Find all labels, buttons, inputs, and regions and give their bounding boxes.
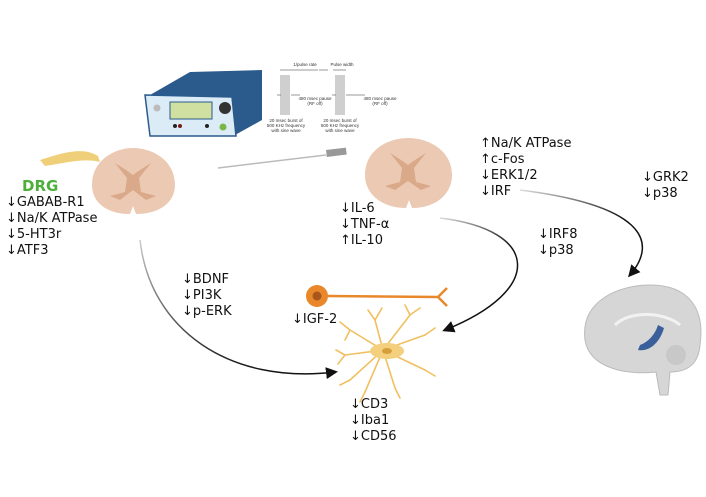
marker: ↓Iba1 (350, 413, 390, 428)
waveform-label: 480 msec pause (363, 96, 397, 101)
device-indicator (153, 104, 161, 112)
marker: ↓BDNF (182, 272, 230, 287)
brain (584, 284, 702, 396)
rf-generator-device (144, 70, 262, 137)
glia-markers: ↓CD3 ↓Iba1 ↓CD56 (350, 397, 397, 445)
waveform-label: 480 msec pause (298, 96, 332, 101)
waveform-label: with sine wave (271, 128, 301, 133)
device-display (169, 101, 213, 120)
neuron-marker: ↓IGF-2 (292, 312, 338, 327)
arrow-spinal-to-glia (439, 217, 519, 333)
waveform-label: (RF off) (307, 101, 323, 106)
hippocampus (638, 325, 664, 351)
drg-markers: ↓GABAB-R1 ↓Na/K ATPase ↓5-HT3r ↓ATF3 (6, 195, 97, 259)
glial-cell (335, 304, 436, 403)
marker: ↓ATF3 (6, 243, 49, 258)
marker: ↑c-Fos (480, 152, 525, 167)
marker: ↓ERK1/2 (480, 168, 538, 183)
needle-electrode (217, 147, 347, 169)
device-knob (219, 102, 231, 114)
waveform-labels: 1/pulse rate Pulse width 20 msec burst o… (267, 62, 397, 133)
marker: ↓PI3K (182, 288, 222, 303)
spinal-cord-left (92, 148, 175, 214)
marker: ↓CD3 (350, 397, 389, 412)
marker: ↓p-ERK (182, 304, 232, 319)
marker: ↓IRF8 (538, 227, 578, 242)
arrow-drg-to-glia (139, 239, 338, 380)
waveform-label: 500 KHz frequency (321, 123, 360, 128)
spinal-lower-markers: ↓IL-6 ↓TNF-α ↑IL-10 (340, 201, 389, 249)
neuron (306, 285, 448, 307)
marker: ↓5-HT3r (6, 227, 62, 242)
waveform-label: 20 msec burst of (323, 118, 357, 123)
marker: ↓TNF-α (340, 217, 390, 232)
spinal-glia-pathway-markers: ↓IRF8 ↓p38 (538, 227, 578, 259)
drg-glia-pathway-markers: ↓BDNF ↓PI3K ↓p-ERK (182, 272, 232, 320)
arrow-spinal-to-brain (519, 189, 644, 278)
marker: ↓Na/K ATPase (6, 211, 98, 226)
marker: ↓p38 (538, 243, 574, 258)
waveform-label: (RF off) (372, 101, 388, 106)
marker: ↓CD56 (350, 429, 397, 444)
drg-title: DRG (22, 177, 59, 195)
spinal-upper-markers: ↑Na/K ATPase ↑c-Fos ↓ERK1/2 ↓IRF (480, 136, 571, 200)
marker: ↓GRK2 (642, 170, 689, 185)
dorsal-root-ganglion-nerve (40, 151, 100, 166)
marker: ↑IL-10 (340, 233, 383, 248)
marker: ↓p38 (642, 186, 678, 201)
marker: ↓GABAB-R1 (6, 195, 85, 210)
marker: ↓IL-6 (340, 201, 375, 216)
marker: ↑Na/K ATPase (480, 136, 572, 151)
spinal-cord-right (365, 138, 452, 208)
waveform-label: with sine wave (325, 128, 355, 133)
waveform-label: 20 msec burst of (269, 118, 303, 123)
waveform-label: Pulse width (330, 62, 354, 67)
waveform-label: 1/pulse rate (293, 62, 317, 67)
waveform-label: 500 KHz frequency (267, 123, 306, 128)
marker: ↓IRF (480, 184, 512, 199)
brain-pathway-markers: ↓GRK2 ↓p38 (642, 170, 689, 202)
pulse-waveform (277, 69, 365, 115)
